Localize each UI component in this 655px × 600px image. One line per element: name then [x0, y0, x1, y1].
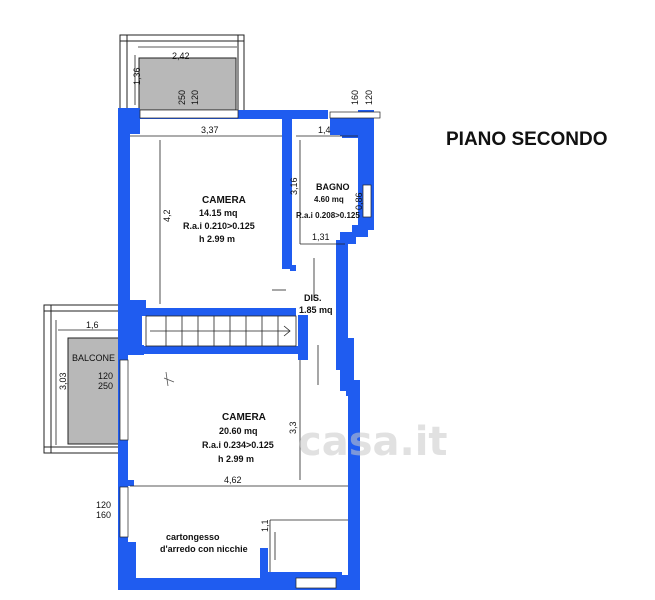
dim-balcone-depth: 3,03	[58, 372, 68, 390]
room-dis-name: DIS.	[304, 293, 322, 303]
dim-balcone-window-a: 120	[98, 371, 113, 381]
room-camera-top-area: 14.15 mq	[199, 208, 238, 218]
dim-terrace-window-b: 120	[190, 90, 200, 105]
dim-camera-top-width: 3,37	[201, 125, 219, 135]
dim-left-window-b: 160	[96, 510, 111, 520]
cartongesso-line2: d'arredo con nicchie	[160, 544, 248, 554]
plan-title: PIANO SECONDO	[446, 129, 608, 150]
dim-balcone-window-b: 250	[98, 381, 113, 391]
room-camera-bottom-height: h 2.99 m	[218, 454, 254, 464]
furniture-sketch	[163, 371, 175, 387]
cartongesso-line1: cartongesso	[166, 532, 220, 542]
room-balcone-name: BALCONE	[72, 353, 115, 363]
room-camera-top-height: h 2.99 m	[199, 234, 235, 244]
dim-camera-top-depth: 4,2	[162, 209, 172, 222]
dim-bagno-width: 1,4	[318, 125, 331, 135]
walls	[118, 108, 374, 590]
room-dis-area: 1.85 mq	[299, 305, 333, 315]
dim-bagno-bottom: 1,31	[312, 232, 330, 242]
room-camera-bottom-name: CAMERA	[222, 412, 266, 423]
dim-bagno-window: 0,86	[354, 192, 364, 210]
terrace-top	[119, 34, 245, 116]
room-camera-top-rai: R.a.i 0.210>0.125	[183, 221, 255, 231]
dimensions: 2,42 1,36 250 120 160 120 3,37 4,2 1,4 3…	[58, 51, 374, 532]
dim-camera-bottom-depth: 3,3	[288, 421, 298, 434]
room-bagno-rai: R.a.i 0.208>0.125	[296, 211, 360, 220]
room-camera-top-name: CAMERA	[202, 195, 246, 206]
room-camera-bottom-rai: R.a.i 0.234>0.125	[202, 440, 274, 450]
dim-terrace-depth: 1,36	[132, 67, 142, 85]
room-camera-bottom: CAMERA 20.60 mq R.a.i 0.234>0.125 h 2.99…	[202, 412, 274, 464]
dim-terrace-width: 2,42	[172, 51, 190, 61]
room-bagno: BAGNO 4.60 mq R.a.i 0.208>0.125	[296, 182, 360, 220]
dim-balcone-width: 1,6	[86, 320, 99, 330]
room-camera-top: CAMERA 14.15 mq R.a.i 0.210>0.125 h 2.99…	[183, 195, 255, 244]
room-camera-bottom-area: 20.60 mq	[219, 426, 258, 436]
windows	[119, 109, 381, 589]
room-bagno-name: BAGNO	[316, 182, 350, 192]
dim-right-window-a: 160	[350, 90, 360, 105]
dim-bagno-depth: 3,16	[289, 177, 299, 195]
dim-right-window-b: 120	[364, 90, 374, 105]
balcony-left	[43, 304, 123, 454]
dim-terrace-window-a: 250	[177, 90, 187, 105]
room-dis: DIS. 1.85 mq	[299, 293, 333, 315]
dim-camera-bottom-width: 4,62	[224, 475, 242, 485]
room-lines	[130, 135, 358, 572]
dim-niche-depth: 1,1	[260, 519, 270, 532]
staircase	[145, 315, 297, 347]
dim-left-window-a: 120	[96, 500, 111, 510]
watermark-logo: casa.it	[298, 419, 448, 465]
room-bagno-area: 4.60 mq	[314, 195, 344, 204]
